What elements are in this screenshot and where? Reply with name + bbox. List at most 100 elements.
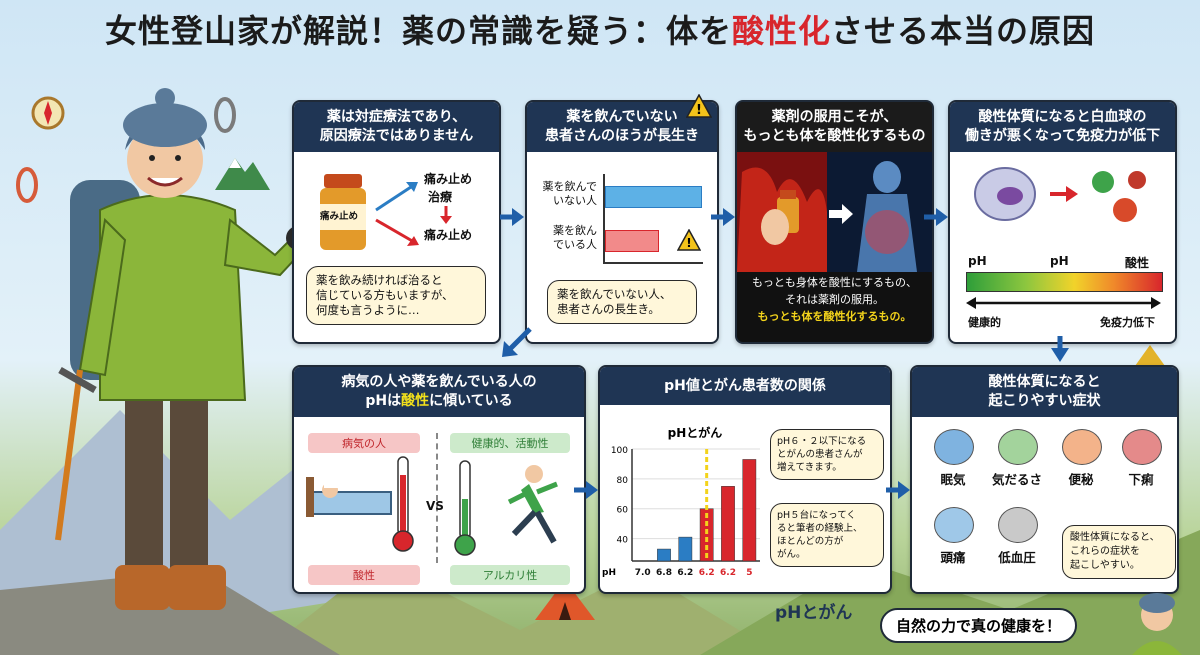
symptom-label: 低血圧 xyxy=(998,550,1036,565)
card-medicine-acidifies: 薬剤の服用こそが、もっとも体を酸性化するもの もっとも身体を酸性にするもの、 そ… xyxy=(735,100,934,344)
page-title: 女性登山家が解説！薬の常識を疑う：体を酸性化させる本当の原因 xyxy=(104,12,1096,50)
warning-icon: ! xyxy=(686,94,712,118)
bottle-label: 痛み止め xyxy=(320,211,359,222)
acidic-tag: 酸性 xyxy=(308,565,420,585)
caption: もっとも身体を酸性にするもの、 それは薬剤の服用。 もっとも体を酸性化するもの。 xyxy=(751,276,918,323)
acidification-illustration xyxy=(737,152,932,272)
flow-arrow-icon xyxy=(886,481,910,499)
x-tick-label: 6.2 xyxy=(699,568,715,578)
card-header: 酸性体質になると白血球の働きが悪くなって免疫力が低下 xyxy=(950,102,1175,152)
thermometer-green-icon xyxy=(454,460,476,556)
y-tick-label: 100 xyxy=(611,446,628,456)
chart-bubble-1: pH６・２以下になるとがんの患者さんが増えてきます。 xyxy=(770,429,884,480)
medicine-bottle-icon xyxy=(320,174,366,250)
chart-bar xyxy=(721,486,735,562)
chart-bar xyxy=(678,536,693,562)
x-tick-label: 5 xyxy=(746,568,752,578)
ph-cancer-bar-chart: pHとがん 40 60 80 100 7.0 6.8 6.2 6.2 6.2 5 pH xyxy=(602,425,760,578)
symptom-label: 頭痛 xyxy=(940,550,966,565)
chart-title: pHとがん xyxy=(668,425,723,440)
symptom-icon xyxy=(998,429,1038,465)
symptom-label: 下痢 xyxy=(1128,472,1154,487)
symptom-icon xyxy=(934,429,974,465)
label-painkiller: 痛み止め xyxy=(424,172,473,186)
footer-slogan: 自然の力で真の健康を！ xyxy=(880,608,1078,643)
card-white-blood-cells: 酸性体質になると白血球の働きが悪くなって免疫力が低下 pH pH 酸性 健康的 … xyxy=(948,100,1177,344)
card-symptoms: 酸性体質になると起こりやすい症状 眠気気だるさ便秘下痢頭痛低血圧 酸性体質になる… xyxy=(910,365,1179,594)
symptom-icon xyxy=(998,507,1038,543)
sick-person-tag: 病気の人 xyxy=(308,433,420,453)
symptom-label: 便秘 xyxy=(1068,472,1094,487)
symptom-icon xyxy=(1062,429,1102,465)
x-tick-label: 6.2 xyxy=(720,568,736,578)
card-ph-cancer-chart: pH値とがん患者数の関係 pHとがん 40 60 80 100 7.0 6.8 6.2 6.2 6… xyxy=(598,365,892,594)
virus-icon xyxy=(1092,171,1146,222)
scale-bottom-right: 免疫力低下 xyxy=(1100,316,1155,329)
label-painkiller-bottom: 痛み止め xyxy=(424,228,473,242)
flow-arrow-icon xyxy=(1051,336,1069,362)
symptom-label: 眠気 xyxy=(940,472,966,487)
symptom-icon xyxy=(934,507,974,543)
flow-arrow-icon xyxy=(500,208,524,226)
compass-icon xyxy=(31,96,65,130)
bar1-label: 薬を飲んでいない人 xyxy=(542,180,597,207)
x-tick-label: 7.0 xyxy=(635,568,651,578)
tent-icon xyxy=(535,580,595,620)
scale-right-label: 酸性 xyxy=(1125,256,1150,270)
x-tick-label: 6.2 xyxy=(677,568,693,578)
footer-left-label: pHとがん xyxy=(775,603,853,623)
right-arrow-icon xyxy=(1050,186,1078,202)
label-treatment: 治療 xyxy=(428,190,453,204)
ph-scale-bar xyxy=(966,272,1163,292)
speech-bubble: 薬を飲んでいない人、患者さんの長生き。 xyxy=(547,280,697,324)
sick-bed-illustration xyxy=(306,477,392,517)
scale-mid-label: pH xyxy=(1050,254,1069,268)
carabiner-icon xyxy=(214,97,236,133)
flow-arrow-icon xyxy=(502,327,532,357)
white-blood-cell-icon xyxy=(974,167,1036,221)
hiker-illustration xyxy=(55,88,300,610)
bar-medicine xyxy=(605,230,660,252)
speech-bubble: 薬を飲み続ければ治ると信じている方もいますが、何度も言うように… xyxy=(306,266,486,325)
axis-line xyxy=(603,174,605,264)
mountain-icon xyxy=(215,158,270,190)
divider xyxy=(436,433,438,563)
carabiner-icon xyxy=(16,167,38,203)
y-tick-label: 60 xyxy=(617,506,629,516)
small-hiker-avatar xyxy=(1132,593,1182,655)
x-tick-label: 6.8 xyxy=(656,568,672,578)
card-header: 薬は対症療法であり、原因療法ではありません xyxy=(294,102,499,152)
flow-arrow-icon xyxy=(924,208,948,226)
down-arrow-icon xyxy=(440,206,452,224)
y-tick-label: 80 xyxy=(617,476,629,486)
y-tick-label: 40 xyxy=(617,536,629,546)
chart-bubble-2: pH５台になってくると筆者の経験上、ほとんどの方ががん。 xyxy=(770,503,884,567)
card-header: 薬剤の服用こそが、もっとも体を酸性化するもの xyxy=(737,102,932,152)
arrows-graphic xyxy=(375,182,419,246)
flow-arrow-icon xyxy=(574,481,598,499)
card-header: pH値とがん患者数の関係 xyxy=(600,367,890,405)
thermometer-red-icon xyxy=(392,456,414,552)
bar-no-medicine xyxy=(605,186,702,208)
axis-line xyxy=(603,262,703,264)
symptom-icon xyxy=(1122,429,1162,465)
scale-left-label: pH xyxy=(968,254,987,268)
card-longevity: 薬を飲んでいない患者さんのほうが長生き 薬を飲んでいない人 薬を飲んでいる人 !… xyxy=(525,100,719,344)
double-arrow-icon xyxy=(966,297,1161,309)
speech-bubble: 酸性体質になると、これらの症状を起こしやすい。 xyxy=(1062,525,1176,579)
bar2-label: 薬を飲んでいる人 xyxy=(553,224,597,251)
flow-arrow-icon xyxy=(711,208,735,226)
chart-bar xyxy=(657,548,671,562)
vs-label: VS xyxy=(426,499,444,513)
alkaline-tag: アルカリ性 xyxy=(450,565,570,585)
card-header: 酸性体質になると起こりやすい症状 xyxy=(912,367,1177,417)
x-axis-prefix: pH xyxy=(602,568,616,578)
chart-bar xyxy=(742,459,757,562)
healthy-person-tag: 健康的、活動性 xyxy=(450,433,570,453)
svg-text:!: ! xyxy=(686,236,691,250)
runner-illustration xyxy=(507,465,558,544)
scale-bottom-left: 健康的 xyxy=(968,316,1001,329)
card-symptomatic-treatment: 薬は対症療法であり、原因療法ではありません 痛み止め 痛み止め 治療 痛み止め … xyxy=(292,100,501,344)
svg-text:!: ! xyxy=(696,103,702,118)
